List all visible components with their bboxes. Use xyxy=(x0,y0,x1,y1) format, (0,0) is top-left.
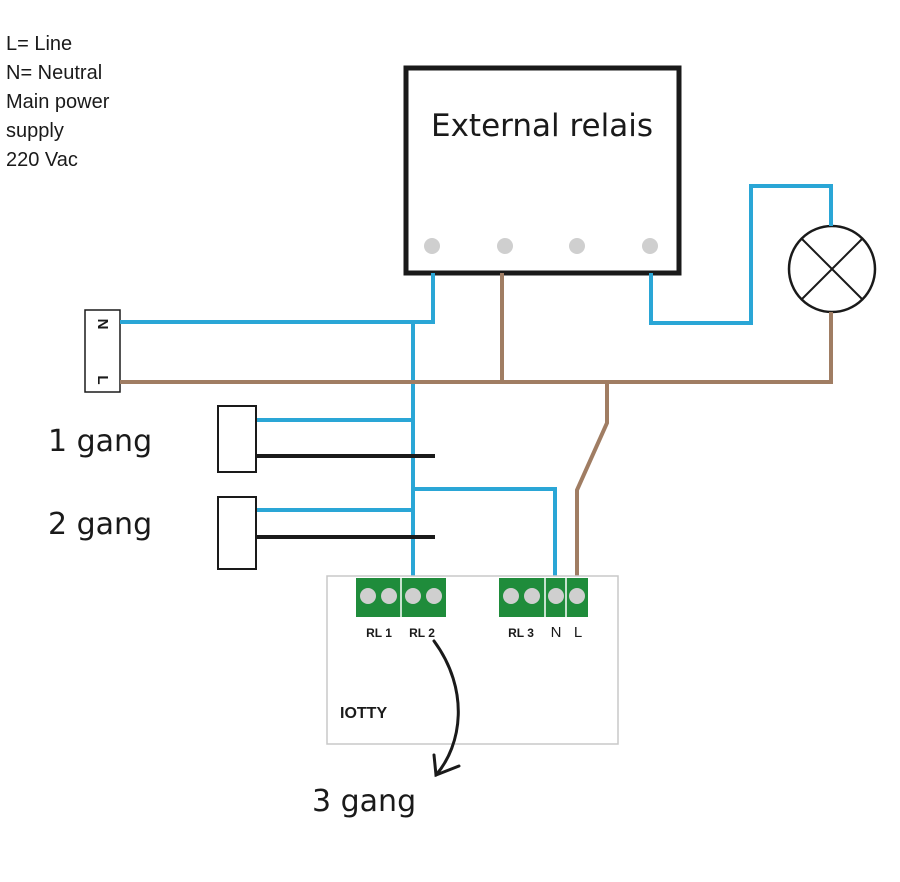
mains-l-label: L xyxy=(94,375,111,384)
switch-1-gang xyxy=(217,405,257,473)
label-l: L xyxy=(574,624,582,641)
mains-terminal: N L xyxy=(84,309,121,393)
switch-wires xyxy=(255,454,435,539)
legend-line: L= Line xyxy=(6,33,73,55)
iotty-module: RL 1 RL 2 RL 3 N L IOTTY xyxy=(326,575,619,745)
relay-terminal-4 xyxy=(642,238,658,254)
legend-supply: supply xyxy=(6,120,64,142)
label-rl3: RL 3 xyxy=(508,626,534,640)
relay-terminal-1 xyxy=(424,238,440,254)
label-1-gang: 1 gang xyxy=(48,424,152,459)
neutral-wires xyxy=(120,184,833,576)
legend: L= Line N= Neutral Main power supply 220… xyxy=(6,30,109,175)
switch-2-gang xyxy=(217,496,257,570)
lamp-icon xyxy=(787,224,877,314)
iotty-label: IOTTY xyxy=(340,705,387,722)
label-rl1: RL 1 xyxy=(366,626,392,640)
legend-main-power: Main power xyxy=(6,91,110,113)
label-3-gang: 3 gang xyxy=(312,784,416,819)
line-wires xyxy=(120,273,833,576)
relay-terminal-2 xyxy=(497,238,513,254)
label-rl2: RL 2 xyxy=(409,626,435,640)
legend-neutral: N= Neutral xyxy=(6,62,103,84)
mains-n-label: N xyxy=(94,319,111,330)
relay-terminal-3 xyxy=(569,238,585,254)
label-n: N xyxy=(551,624,562,641)
external-relay: External relais xyxy=(403,65,682,276)
relay-title: External relais xyxy=(431,108,653,144)
label-2-gang: 2 gang xyxy=(48,507,152,542)
legend-voltage: 220 Vac xyxy=(6,149,78,171)
arrow-icon xyxy=(432,639,461,778)
